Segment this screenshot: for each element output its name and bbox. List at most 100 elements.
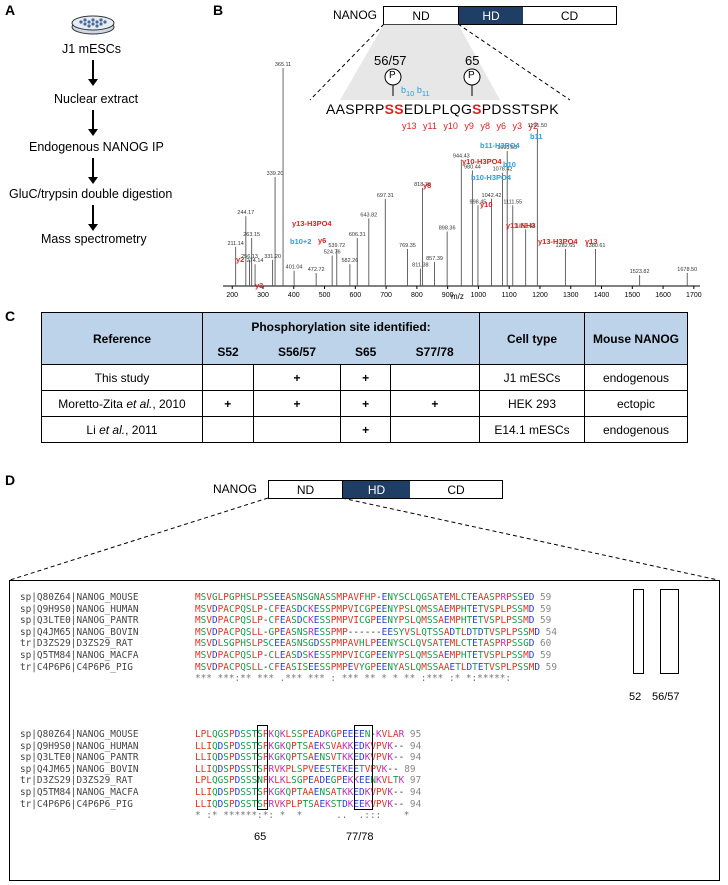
sequence: MSVDPACPQSLL-GPEASNSRESSPMP------EESYVSL… xyxy=(195,626,541,638)
alignment-box xyxy=(9,580,720,881)
domain-bar-top: ND HD CD xyxy=(383,6,617,25)
residue-count: 94 xyxy=(404,787,422,798)
residue-count: 94 xyxy=(404,752,422,764)
alignment-row: sp|Q5TM84|NANOG_MACFA LLIQDSPDSSTSPKGKQP… xyxy=(20,787,421,798)
peak-label: 472.72 xyxy=(308,267,325,273)
table-row: Li et al., 2011 + E14.1 mESCs endogenous xyxy=(41,416,688,443)
site-box-77-78 xyxy=(354,725,373,810)
peak-label: 582.26 xyxy=(341,258,358,264)
peak-label: 1078.42 xyxy=(493,167,513,173)
flow-arrow-icon xyxy=(89,110,97,136)
ms-spectrum: 211.14244.17263.15256.13274.14331.20339.… xyxy=(223,62,702,299)
phospho-p-icon: P xyxy=(389,70,396,81)
header-site: S56/57 xyxy=(253,340,341,365)
ion-label-y10-h3po4: y10-H3PO4 xyxy=(462,157,502,166)
peak-label: 365.11 xyxy=(275,62,291,68)
cell-mark xyxy=(252,416,342,443)
residue-count: 59 xyxy=(540,661,557,673)
panel-letter-c: C xyxy=(5,308,16,324)
peak-label: 263.15 xyxy=(243,232,260,238)
peptide-sequence: AASPRPSSEDLPLQGSPDSSTSPK xyxy=(326,101,559,117)
cell-mark: + xyxy=(340,364,391,391)
site-label: 56/57 xyxy=(652,691,680,703)
x-tick-label: 1400 xyxy=(594,292,610,299)
ion-label-b10-h3po4: b10-H3PO4 xyxy=(471,173,512,182)
cell-culture-dish-icon xyxy=(71,15,115,35)
phospho-table: Reference Phosphorylation site identifie… xyxy=(41,312,688,443)
ion-label-b11-h3po4: b11-H3PO4 xyxy=(480,141,520,150)
sequence-name: tr|D3ZS29|D3ZS29_RAT xyxy=(20,775,145,787)
sequence: LLIQDSPDSSTSPRVKPLSPVEESTEKEETVPVK-- xyxy=(195,763,399,775)
ion-label-b10: b10 xyxy=(503,160,516,169)
peak-label: 811.38 xyxy=(412,263,428,269)
b-ion-labels: b10 b11 xyxy=(401,85,430,98)
x-tick-label: 600 xyxy=(349,292,361,299)
peak-label: 539.72 xyxy=(328,243,345,249)
domain-hd: HD xyxy=(343,481,410,498)
x-tick-label: 1000 xyxy=(471,292,487,299)
alignment-row: tr|D3ZS29|D3ZS29_RAT MSVDLSGPHSLPSCEEASN… xyxy=(20,638,551,649)
peak-label: 1093.53 xyxy=(497,145,517,151)
residue-count: 94 xyxy=(404,740,422,752)
x-tick-label: 800 xyxy=(411,292,423,299)
sequence-name: sp|Q4JM65|NANOG_BOVIN xyxy=(20,626,145,638)
x-tick-label: 1300 xyxy=(563,292,579,299)
consensus-row: *** ***:** *** .*** *** : *** ** * * ** … xyxy=(20,673,512,685)
sequence: MSVDPACPQSLP-CFEASDCKESSPMPVICGPEENYPSLQ… xyxy=(195,603,535,615)
header-site: S77/78 xyxy=(390,340,481,365)
cell-type: HEK 293 xyxy=(479,390,585,417)
cell-mark xyxy=(202,416,254,443)
header-site: S52 xyxy=(202,340,254,365)
peak-label: 1282.65 xyxy=(555,243,575,249)
domain-hd: HD xyxy=(459,7,523,24)
site-box-52 xyxy=(633,589,644,674)
ion-label-y2: y2 xyxy=(236,255,245,264)
alignment-row: sp|Q80Z64|NANOG_MOUSE LPLQGSPDSSTSPKQKLS… xyxy=(20,729,421,740)
peak-label: 898.36 xyxy=(439,226,456,232)
alignment-row: sp|Q9H9S0|NANOG_HUMAN MSVDPACPQSLP-CFEAS… xyxy=(20,604,551,615)
cell-mark: + xyxy=(389,390,481,417)
peak-label: 1678.50 xyxy=(677,267,697,273)
peak-label: 606.31 xyxy=(349,232,366,238)
sequence: MSVGLPGPHSLPSSEEASNSGNASSMPAVFHP-ENYSCLQ… xyxy=(195,592,535,603)
residue-count: 95 xyxy=(404,729,422,740)
alignment-row: tr|C4P6P6|C4P6P6_PIG LLIQDSPDSSTSPRVKPLP… xyxy=(20,799,421,810)
sequence-name: sp|Q3LTE0|NANOG_PANTR xyxy=(20,615,145,627)
flow-arrow-icon xyxy=(89,205,97,231)
peak-label: 1111.55 xyxy=(503,199,522,205)
domain-cd: CD xyxy=(560,8,579,23)
x-tick-label: 1600 xyxy=(655,292,671,299)
alignment-row: tr|C4P6P6|C4P6P6_PIG MSVDPACPQSLL-CFEASI… xyxy=(20,662,557,673)
flow-step-4: GluC/trypsin double digestion xyxy=(9,187,173,201)
peak-label: 643.82 xyxy=(360,212,377,218)
peak-label: 1153.44 xyxy=(516,223,535,229)
ion-label-y13-h3po4-b: y13-H3PO4 xyxy=(538,237,578,246)
domain-cd: CD xyxy=(447,482,465,497)
consensus-row: * :* ******:*: * * .. .::: * xyxy=(20,810,410,822)
zoom-lines-bottom xyxy=(9,497,719,581)
ion-label-y8: y8 xyxy=(423,181,432,190)
table-row: This study + + J1 mESCs endogenous xyxy=(41,364,688,391)
nanog-label-top: NANOG xyxy=(333,8,378,22)
ion-label-y11-nh3: y11-NH3 xyxy=(506,221,536,230)
alignment-row: sp|Q80Z64|NANOG_MOUSE MSVGLPGPHSLPSSEEAS… xyxy=(20,592,551,603)
cell-type: E14.1 mESCs xyxy=(479,416,585,443)
cell-mouse: ectopic xyxy=(584,390,688,417)
ion-label-y13-h3po4: y13-H3PO4 xyxy=(292,219,332,228)
sequence-name: tr|C4P6P6|C4P6P6_PIG xyxy=(20,661,145,673)
sequence-name: sp|Q9H9S0|NANOG_HUMAN xyxy=(20,603,145,615)
peak-label: 244.17 xyxy=(237,210,254,216)
ion-label-y3: y3 xyxy=(255,281,264,290)
flow-arrow-icon xyxy=(89,60,97,86)
nanog-label-bottom: NANOG xyxy=(213,482,258,496)
site-label-56-57: 56/57 xyxy=(374,53,407,68)
sequence: LPLQGSPDSSTSPKQKLSSPEADKGPEEEEN-KVLAR xyxy=(195,729,405,740)
cell-reference: Li et al., 2011 xyxy=(41,416,203,443)
cell-mouse: endogenous xyxy=(584,364,688,391)
peak-label: 331.20 xyxy=(264,254,281,260)
residue-count: 89 xyxy=(398,763,416,775)
sequence-name: tr|D3ZS29|D3ZS29_RAT xyxy=(20,638,145,650)
x-axis-label: m/z xyxy=(451,292,464,301)
ion-label-b10-2: b10+2 xyxy=(290,237,312,246)
x-tick-label: 400 xyxy=(288,292,300,299)
